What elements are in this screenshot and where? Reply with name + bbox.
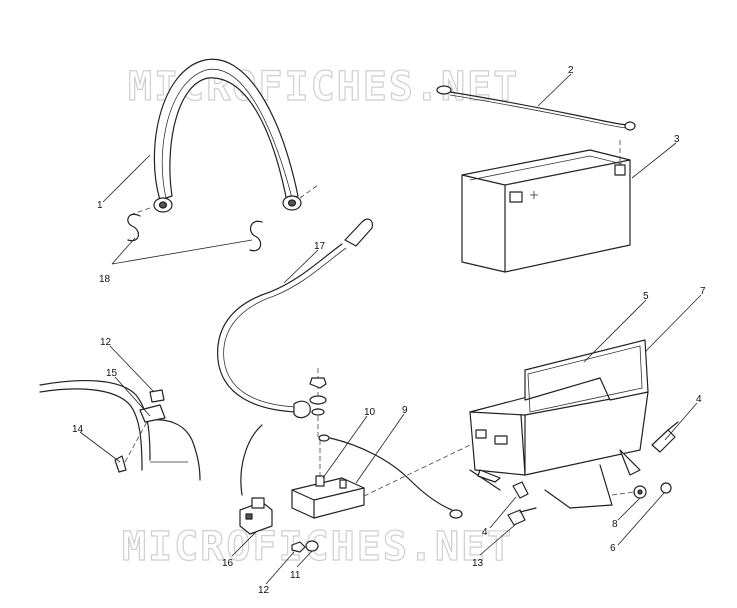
- callout-16: 16: [222, 558, 234, 569]
- s-hooks: [127, 213, 263, 252]
- battery-cable-short: [436, 85, 636, 131]
- callout-4b: 4: [696, 394, 702, 405]
- callout-labels: 1 2 3 4 4 5 6 7 8 9 10 11 12 12 13 14 15…: [72, 65, 706, 596]
- callout-5: 5: [643, 291, 649, 302]
- callout-2: 2: [568, 65, 574, 76]
- frame-bracket: [39, 380, 201, 481]
- battery-strap: [129, 58, 319, 216]
- callout-8: 8: [612, 519, 618, 530]
- callout-6: 6: [610, 543, 616, 554]
- callout-15: 15: [106, 368, 118, 379]
- cable-9: [329, 437, 463, 519]
- callout-17: 17: [314, 241, 326, 252]
- washer-nut-right: [611, 482, 672, 499]
- battery: [461, 140, 631, 273]
- callout-13: 13: [472, 558, 484, 569]
- callout-3: 3: [674, 134, 680, 145]
- callout-11: 11: [290, 570, 301, 581]
- callout-12b: 12: [258, 585, 270, 596]
- terminal-hardware: [309, 368, 330, 442]
- callout-9: 9: [402, 405, 408, 416]
- callout-4a: 4: [482, 527, 488, 538]
- bolt-right: [651, 421, 679, 453]
- callout-10: 10: [364, 407, 376, 418]
- callout-18: 18: [99, 274, 111, 285]
- relay: [291, 440, 471, 519]
- tray-pad: [527, 345, 643, 413]
- callout-14: 14: [72, 424, 84, 435]
- callout-1: 1: [97, 200, 103, 211]
- callout-12a: 12: [100, 337, 112, 348]
- bolt-bottom: [507, 481, 537, 526]
- leader-lines: [79, 73, 702, 585]
- callout-7: 7: [700, 286, 706, 297]
- battery-tray: [469, 339, 649, 509]
- battery-cable-long: [217, 218, 373, 419]
- connector-block: [239, 424, 273, 535]
